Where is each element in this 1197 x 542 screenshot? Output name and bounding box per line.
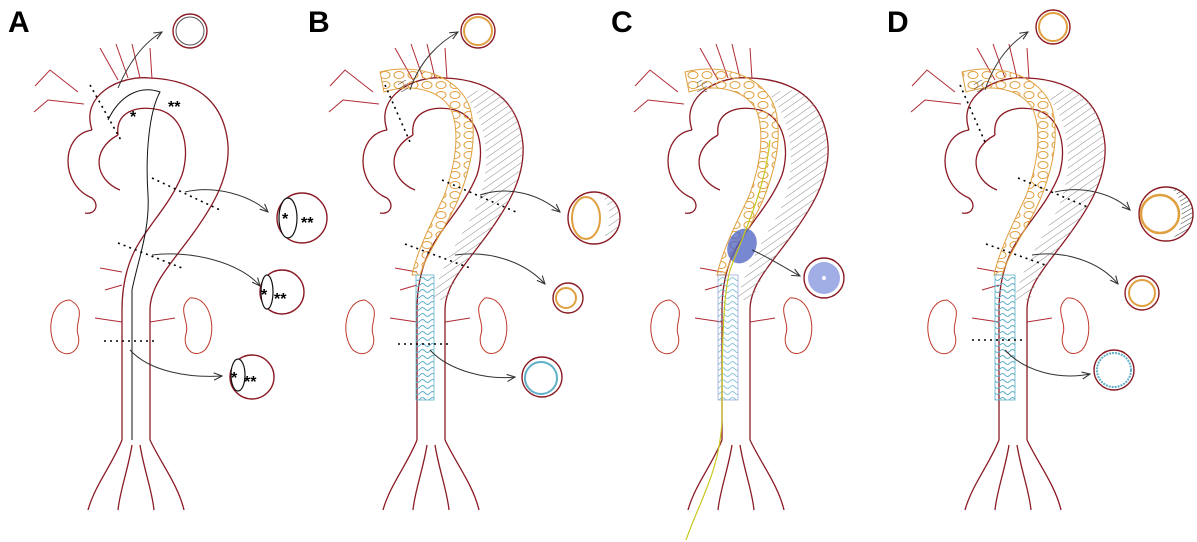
svg-text:*: * [261,287,268,304]
panel-a: * ** * ** * ** * ** [34,14,327,510]
cross-section-a1 [173,14,207,48]
arrow-a1 [118,32,162,88]
dissection-flap-a [108,90,160,440]
arrow-d4 [1005,350,1090,376]
true-lumen-label-a: * [130,109,137,126]
arrow-a2 [185,190,268,212]
cross-section-d4 [1094,350,1134,390]
svg-text:*: * [231,370,238,387]
panel-c [634,44,844,540]
svg-text:**: ** [244,374,257,391]
svg-text:**: ** [274,291,287,308]
arrow-a3 [152,254,260,286]
branch-plug-c [697,80,707,92]
branch-plug-b [398,80,408,92]
cross-section-b4 [522,357,562,397]
panel-b [329,14,620,510]
cross-section-d1 [1036,10,1070,44]
false-lumen-label-a: ** [168,99,181,116]
svg-text:**: ** [301,215,314,232]
cross-section-b3 [553,283,583,313]
cross-section-b2 [568,192,620,244]
cross-section-a4: * ** [230,355,274,399]
arrow-a4 [130,350,222,376]
panel-d [911,10,1193,510]
cross-section-c1 [804,258,844,298]
branch-plug-d [974,80,984,92]
cross-section-d3 [1125,276,1159,310]
cut-line-b1 [385,85,410,142]
cross-section-d2 [1139,187,1193,241]
cut-line-d1 [960,85,985,142]
cut-line-a2 [152,178,220,210]
cross-section-a3: * ** [260,270,304,314]
stent-abdominal-b [416,275,434,400]
stent-abdominal-d [995,275,1015,400]
cut-line-a3 [118,243,182,268]
arrow-b4 [430,350,515,378]
svg-text:*: * [282,211,289,228]
cut-line-a1 [90,85,122,142]
cross-section-b1 [461,14,495,48]
stent-abdominal-c [718,275,738,400]
cross-section-a2: * ** [277,193,327,243]
